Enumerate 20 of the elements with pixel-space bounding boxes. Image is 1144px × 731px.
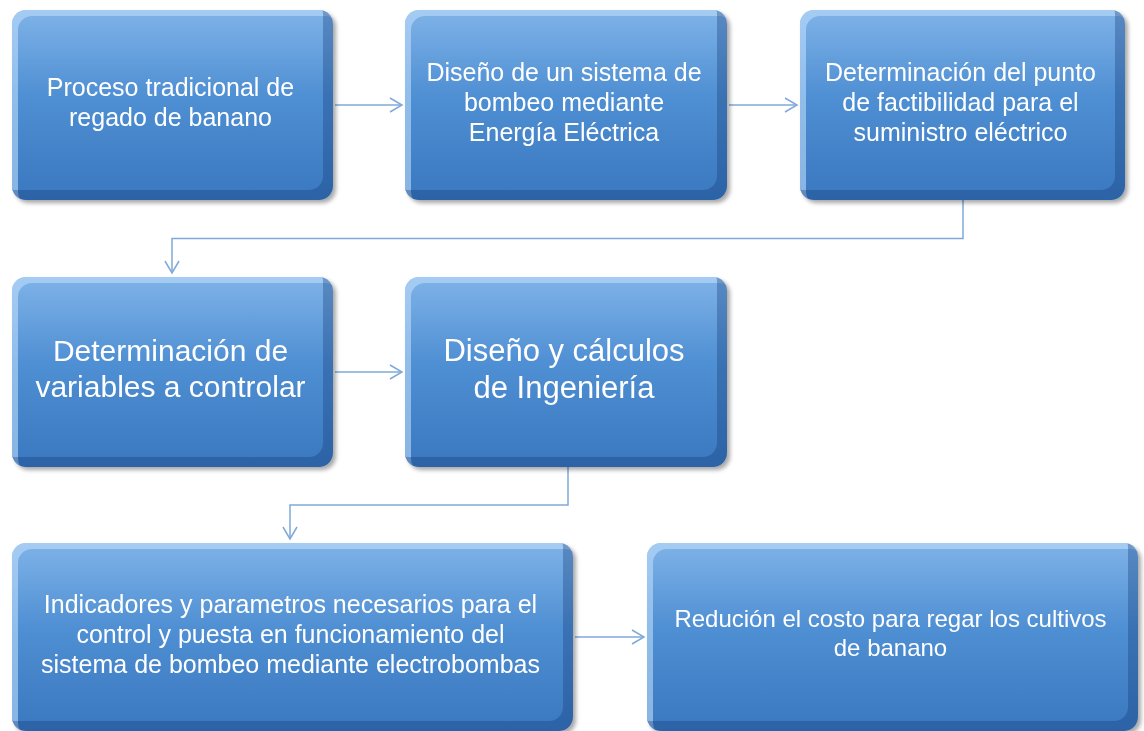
arrow: [574, 629, 645, 645]
arrow: [728, 97, 798, 113]
process-box: [405, 277, 727, 467]
box-text: Redución el costo para regar los cultivos de banano: [673, 605, 1108, 663]
box-text: Determinación del punto de factibilidad para el suministro eléctrico: [824, 57, 1097, 147]
arrow: [334, 97, 403, 113]
box-text: Determinación de variables a controlar: [34, 333, 307, 405]
process-box: [12, 277, 333, 467]
box-text: Diseño de un sistema de bombeo mediante Energía Eléctrica: [425, 57, 703, 147]
process-box: [12, 10, 333, 200]
box-text: Indicadores y parametros necesarios para el control y puesta en funcionamiento del sistema de bombeo mediante electrobombas: [40, 589, 541, 679]
process-box: [405, 10, 727, 200]
process-box: [12, 543, 573, 731]
arrow: [282, 466, 569, 540]
process-box: [647, 543, 1138, 731]
box-text: Diseño y cálculos de Ingeniería: [442, 331, 686, 407]
arrow: [164, 199, 964, 274]
box-text: Proceso tradicional de regado de banano: [45, 72, 296, 132]
arrow: [334, 364, 403, 380]
process-box: [800, 10, 1125, 200]
